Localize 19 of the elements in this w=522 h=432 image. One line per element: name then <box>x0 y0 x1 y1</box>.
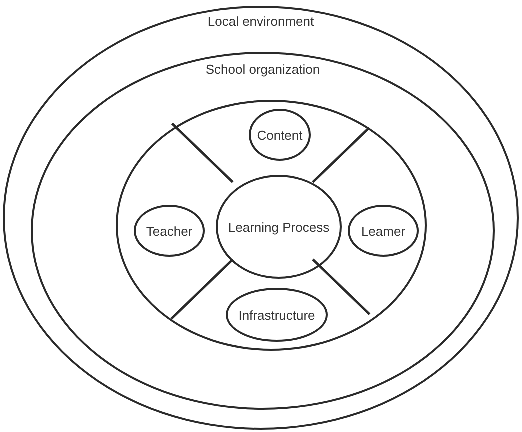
node-label: Leamer <box>361 224 406 238</box>
divider-line <box>170 258 234 320</box>
node-label: Infrastructure <box>238 308 316 322</box>
ring-label: School organization <box>206 62 320 77</box>
middle-ellipse <box>31 52 495 410</box>
ellipse <box>134 205 205 257</box>
outer-ellipse <box>3 6 519 430</box>
node-label: Learning Process <box>228 220 330 234</box>
ring-label: Local environment <box>208 14 314 29</box>
ellipse <box>249 109 311 161</box>
inner-ellipse <box>116 100 427 351</box>
center-ellipse <box>216 175 342 279</box>
ellipse <box>226 288 328 342</box>
divider-line <box>312 127 370 184</box>
divider-line <box>312 258 371 316</box>
node-label: Teacher <box>146 224 193 238</box>
node-label: Content <box>257 128 303 142</box>
ellipse <box>348 205 419 257</box>
divider-line <box>171 122 234 184</box>
